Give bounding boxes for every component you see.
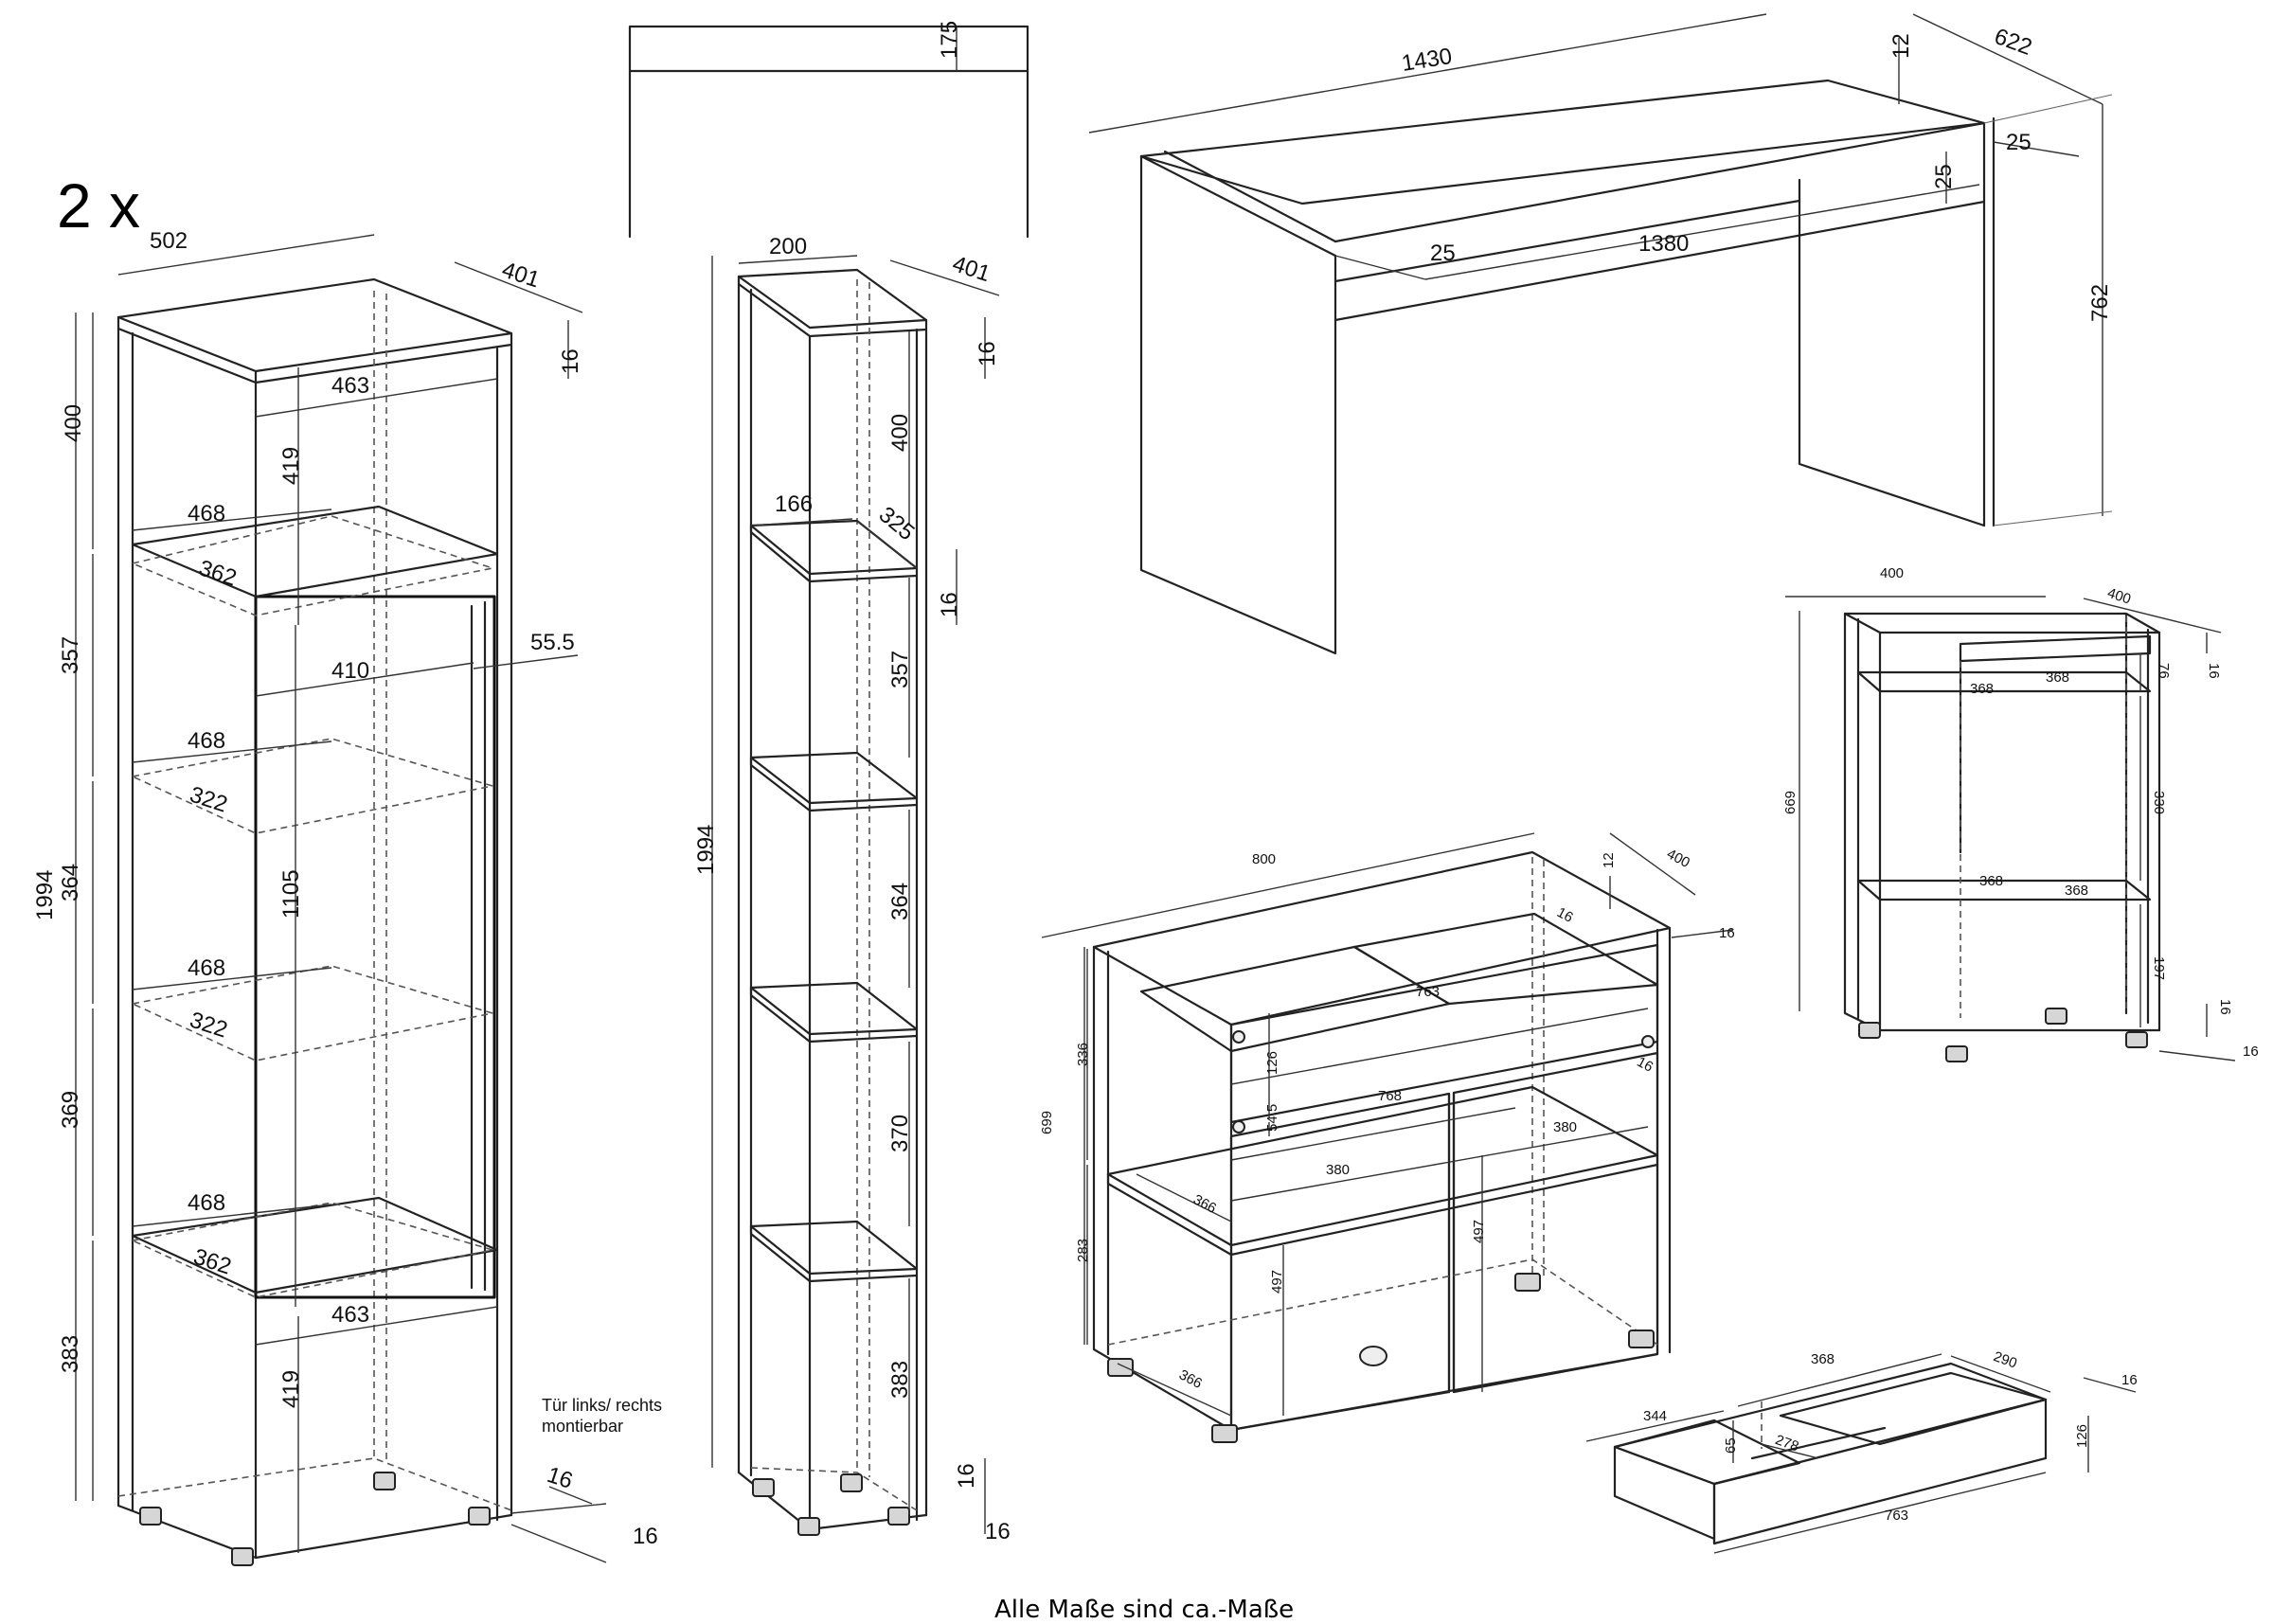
glass-cabinet-shelf-depth-2: 322 bbox=[187, 782, 230, 818]
desk-side-offset: 25 bbox=[2006, 130, 2031, 155]
desk bbox=[1088, 13, 2113, 655]
side-cabinet-width: 400 bbox=[1880, 565, 1904, 581]
glass-cabinet-shelf-width-1: 468 bbox=[188, 501, 225, 526]
frame-height: 175 bbox=[937, 21, 962, 59]
glass-cabinet-compartment-3: 364 bbox=[58, 864, 83, 901]
sideboard-drawer-height: 126 bbox=[1264, 1051, 1280, 1075]
glass-cabinet-door-height: 1105 bbox=[278, 869, 304, 919]
side-cabinet-compartment-mid: 330 bbox=[2151, 791, 2167, 814]
desk-inner-width: 1380 bbox=[1638, 231, 1689, 257]
sideboard-shelf-width: 768 bbox=[1378, 1088, 1402, 1104]
glass-cabinet-compartment-1: 400 bbox=[61, 404, 86, 442]
drawer-inner-height: 65 bbox=[1723, 1437, 1739, 1454]
side-cabinet-shelf-width-1: 368 bbox=[1970, 681, 1994, 697]
glass-cabinet-top-thickness-label: 16 bbox=[558, 348, 583, 374]
drawer-height: 126 bbox=[2074, 1424, 2090, 1448]
side-cabinet-shelf-width-2: 368 bbox=[2046, 669, 2069, 686]
glass-cabinet-shelf-width-4: 468 bbox=[188, 1190, 225, 1216]
glass-cabinet-inner-width-top: 463 bbox=[331, 373, 369, 399]
drawer-depth-a: 368 bbox=[1811, 1351, 1835, 1367]
glass-cabinet-depth-label: 401 bbox=[499, 257, 543, 293]
narrow-shelf bbox=[711, 255, 1000, 1536]
drawer-depth-b: 290 bbox=[1992, 1348, 2019, 1372]
sideboard-side-thickness: 16 bbox=[1719, 925, 1735, 941]
narrow-shelf-compartment-5: 383 bbox=[887, 1361, 913, 1399]
glass-cabinet-foot-b: 16 bbox=[633, 1524, 658, 1549]
door-note-line-2: montierbar bbox=[542, 1417, 623, 1436]
side-cabinet-depth: 400 bbox=[2105, 585, 2133, 608]
narrow-shelf-shelf-thickness: 16 bbox=[937, 592, 962, 617]
side-cabinet bbox=[1785, 596, 2236, 1062]
glass-cabinet-door-offset: 55.5 bbox=[530, 630, 575, 655]
glass-cabinet-foot-a: 16 bbox=[544, 1462, 576, 1494]
narrow-shelf-compartment-1: 400 bbox=[887, 414, 913, 452]
desk-width: 1430 bbox=[1400, 44, 1454, 77]
sideboard-lower-height: 283 bbox=[1075, 1239, 1091, 1262]
sideboard-bottom-depth: 366 bbox=[1176, 1366, 1205, 1392]
side-cabinet-top-thickness: 16 bbox=[2206, 663, 2222, 679]
narrow-shelf-compartment-3: 364 bbox=[887, 883, 913, 920]
drawer-inner-width: 344 bbox=[1643, 1408, 1667, 1424]
footer-caption: Alle Maße sind ca.-Maße bbox=[994, 1596, 1294, 1624]
glass-cabinet-shelf-depth-4: 362 bbox=[190, 1244, 234, 1280]
glass-cabinet-inner-width-bottom: 463 bbox=[331, 1302, 369, 1328]
narrow-shelf-height: 1994 bbox=[693, 825, 719, 875]
glass-cabinet-width-label: 502 bbox=[150, 228, 188, 254]
glass-cabinet-height-label: 1994 bbox=[32, 870, 58, 920]
drawer-detail bbox=[1585, 1353, 2137, 1554]
sideboard-door-height-b: 497 bbox=[1471, 1220, 1487, 1243]
narrow-shelf-foot-a: 16 bbox=[954, 1463, 979, 1489]
sideboard-door-height-a: 497 bbox=[1269, 1270, 1285, 1294]
desk-height: 762 bbox=[2087, 284, 2113, 322]
sideboard-shelf-half-a: 380 bbox=[1326, 1162, 1350, 1178]
glass-cabinet-shelf-depth-3: 322 bbox=[187, 1008, 230, 1044]
sideboard-width: 800 bbox=[1252, 851, 1276, 867]
narrow-shelf-foot-b: 16 bbox=[985, 1519, 1011, 1544]
glass-cabinet-lower-height: 419 bbox=[278, 1370, 304, 1408]
side-cabinet-drawer-height: 76 bbox=[2156, 663, 2172, 679]
glass-cabinet-door-inner: 410 bbox=[331, 658, 369, 684]
glass-cabinet-shelf-width-3: 468 bbox=[188, 955, 225, 981]
glass-cabinet-compartment-4: 369 bbox=[58, 1091, 83, 1129]
side-cabinet-compartment-low: 197 bbox=[2151, 956, 2167, 980]
sideboard-top-thickness: 12 bbox=[1601, 852, 1617, 868]
door-note-line-1: Tür links/ rechts bbox=[542, 1396, 662, 1415]
sideboard-shelf-half-b: 380 bbox=[1553, 1119, 1577, 1135]
side-cabinet-shelf-width-3: 368 bbox=[1979, 873, 2003, 889]
sideboard-depth: 400 bbox=[1664, 846, 1692, 871]
sideboard-top-panel: 16 bbox=[1554, 904, 1576, 926]
side-cabinet-shelf-width-4: 368 bbox=[2065, 883, 2088, 899]
sideboard-total-height: 699 bbox=[1039, 1111, 1055, 1134]
narrow-shelf-width: 200 bbox=[769, 234, 807, 259]
drawer-width: 763 bbox=[1885, 1508, 1908, 1524]
desk-top-thickness: 12 bbox=[1888, 33, 1914, 59]
narrow-shelf-compartment-2: 357 bbox=[887, 651, 913, 688]
side-cabinet-height: 669 bbox=[1782, 791, 1799, 814]
glass-cabinet-shelf-width-2: 468 bbox=[188, 728, 225, 754]
glass-cabinet-upper-height: 419 bbox=[278, 447, 304, 485]
narrow-shelf-shelf-width: 166 bbox=[775, 491, 813, 517]
glass-cabinet-compartment-5: 383 bbox=[58, 1335, 83, 1373]
narrow-shelf-compartment-4: 370 bbox=[887, 1115, 913, 1152]
drawer-thickness: 16 bbox=[2121, 1372, 2138, 1388]
sideboard bbox=[1041, 832, 1734, 1443]
desk-apron-offset: 25 bbox=[1430, 241, 1456, 266]
glass-cabinet-compartment-2: 357 bbox=[58, 636, 83, 674]
side-cabinet-foot-a: 16 bbox=[2217, 999, 2233, 1015]
side-cabinet-foot-b: 16 bbox=[2243, 1044, 2259, 1060]
frame-detail bbox=[628, 25, 1029, 239]
quantity-label: 2 x bbox=[57, 170, 140, 241]
sideboard-upper-height: 336 bbox=[1075, 1043, 1091, 1066]
desk-apron-height: 25 bbox=[1931, 164, 1957, 189]
sideboard-gap: 54.5 bbox=[1264, 1104, 1280, 1132]
sideboard-side-panel: 16 bbox=[1635, 1054, 1656, 1076]
sideboard-drawer-width: 763 bbox=[1416, 984, 1440, 1000]
narrow-shelf-top-thickness: 16 bbox=[975, 341, 1000, 366]
glass-cabinet bbox=[75, 234, 607, 1566]
glass-cabinet-shelf-depth-1: 362 bbox=[196, 555, 240, 591]
